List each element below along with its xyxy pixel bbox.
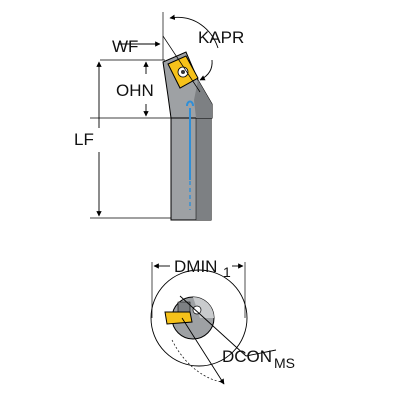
lf-label: LF <box>74 130 94 149</box>
dmin-subscript: 1 <box>223 264 231 280</box>
dmin-circle <box>150 269 248 367</box>
end-view: DMIN 1 DCON MS <box>150 257 295 385</box>
kapr-label: KAPR <box>198 28 244 47</box>
dmin-label: DMIN <box>174 257 217 276</box>
end-insert <box>164 311 193 325</box>
wf-label: WF <box>112 37 138 56</box>
ohn-label: OHN <box>116 81 154 100</box>
shank-section <box>171 296 215 340</box>
dcon-label: DCON <box>222 347 272 366</box>
side-view: WF KAPR OHN LF <box>74 12 244 221</box>
dcon-subscript: MS <box>274 355 295 371</box>
